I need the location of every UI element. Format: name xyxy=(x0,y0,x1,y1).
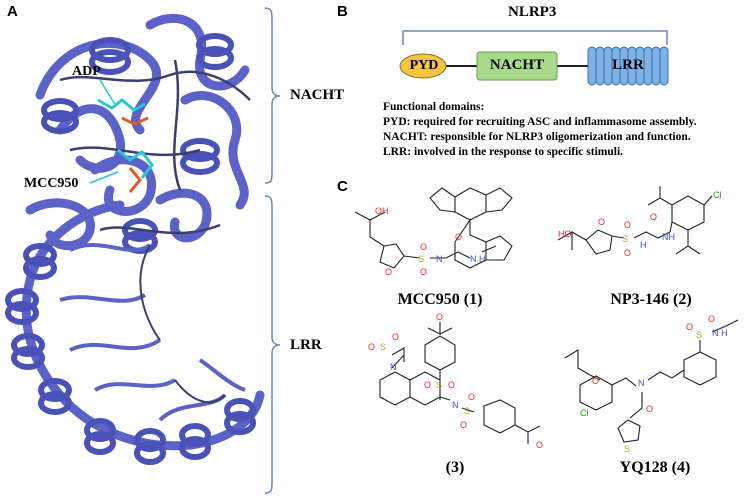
atom-s-2: S xyxy=(622,234,628,244)
atom-o-mesyl-3a: O xyxy=(368,342,375,352)
atom-o-s2a: O xyxy=(624,220,631,230)
atom-s-3b: S xyxy=(464,406,470,416)
atom-cl-4: Cl xyxy=(580,408,589,418)
compound-2-label: NP3-146 (2) xyxy=(610,291,692,308)
compound-4-label: YQ128 (4) xyxy=(619,459,691,476)
compound-3-structure xyxy=(379,322,541,444)
atom-n-3: N xyxy=(452,400,459,410)
nacht-label: NACHT xyxy=(290,87,345,103)
pyd-description: PYD: required for recruiting ASC and inf… xyxy=(383,116,697,128)
lrr-label: LRR xyxy=(290,337,322,353)
atom-hn-1: N H xyxy=(470,254,486,264)
atom-o-s3b2: O xyxy=(468,392,475,402)
lrr-strands xyxy=(139,244,226,404)
atom-o-s4b: O xyxy=(708,314,715,324)
atom-nh-2: NH xyxy=(662,232,675,242)
nacht-helix-coils xyxy=(41,33,234,254)
atom-n-ring-3: N xyxy=(390,362,397,372)
compound-4-structure xyxy=(564,319,739,443)
atom-o-urea-1: O xyxy=(455,232,462,242)
panel-b-letter: B xyxy=(337,3,348,20)
atom-cl-2: Cl xyxy=(713,190,722,200)
pyd-label: PYD xyxy=(409,58,439,73)
lrr-helix-coils xyxy=(5,243,256,465)
compound-3-label: (3) xyxy=(445,459,465,476)
compound-1-heteroatoms: OH O S O O N O N H xyxy=(375,206,486,277)
atom-o-ring-1: O xyxy=(385,267,392,277)
nacht-bracket xyxy=(264,7,281,184)
atom-o-mesyl-3b: O xyxy=(392,332,399,342)
atom-o-ring-2: O xyxy=(598,217,605,227)
atom-o-s1b: O xyxy=(420,267,427,277)
adp-ligand xyxy=(97,98,149,126)
nacht-description: NACHT: responsible for NLRP3 oligomeriza… xyxy=(383,131,691,143)
atom-ho-2: HO xyxy=(558,229,572,239)
atom-n-1: N xyxy=(436,254,443,264)
nacht-loops xyxy=(59,59,251,235)
atom-h-n-4: N H xyxy=(712,328,728,338)
panel-a-letter: A xyxy=(7,3,18,20)
functional-domains-heading: Functional domains: xyxy=(383,101,485,113)
compound-4-heteroatoms: O Cl N O S O O N H S xyxy=(580,314,728,454)
atom-n-4: N xyxy=(638,378,645,388)
atom-o-s4a: O xyxy=(686,322,693,332)
atom-o-s3a2: O xyxy=(448,380,455,390)
atom-o-s2b: O xyxy=(624,248,631,258)
atom-o-ether-4: O xyxy=(592,376,599,386)
atom-o-ketone-3a: O xyxy=(436,312,443,322)
lrr-loops xyxy=(59,243,246,422)
atom-o-s3a1: O xyxy=(424,380,431,390)
atom-s-thiophene-4: S xyxy=(624,444,630,454)
nacht-domain xyxy=(476,51,558,81)
lrr-description: LRR: involved in the response to specifi… xyxy=(383,146,624,158)
atom-s-mesyl-3: S xyxy=(380,342,386,352)
mcc950-pointer xyxy=(89,171,119,184)
atom-o-urea-2: O xyxy=(650,212,657,222)
pyd-domain xyxy=(399,53,447,79)
atom-o-amide-4: O xyxy=(646,404,653,414)
compound-1-structure xyxy=(354,187,513,269)
lrr-bracket xyxy=(264,195,281,494)
nlrp3-span-bracket xyxy=(402,30,668,45)
compound-2-structure xyxy=(557,186,713,255)
adp-label: ADP xyxy=(72,64,101,79)
mcc950-label: MCC950 xyxy=(24,176,79,191)
atom-s-4: S xyxy=(696,330,702,340)
lrr-domain-label: LRR xyxy=(612,57,644,73)
mcc950-ligand xyxy=(117,148,154,193)
nacht-domain-label: NACHT xyxy=(489,57,545,73)
atom-s-1: S xyxy=(418,254,424,264)
adp-pointer xyxy=(99,79,117,107)
compound-1-label: MCC950 (1) xyxy=(397,291,483,308)
atom-o-s3b1: O xyxy=(460,420,467,430)
atom-o-ketone-3b: O xyxy=(536,440,543,450)
panel-c-letter: C xyxy=(337,178,348,195)
lrr-domain xyxy=(587,46,669,86)
atom-o-s1a: O xyxy=(420,242,427,252)
nlrp3-title: NLRP3 xyxy=(508,4,557,20)
compound-3-heteroatoms: O S O O N S O O N S O O O xyxy=(368,312,543,450)
atom-h-n-2: H xyxy=(640,240,647,250)
atom-oh-1: OH xyxy=(375,206,389,216)
atom-s-3a: S xyxy=(436,380,442,390)
compound-2-heteroatoms: HO O S O O H O NH Cl xyxy=(558,190,722,258)
